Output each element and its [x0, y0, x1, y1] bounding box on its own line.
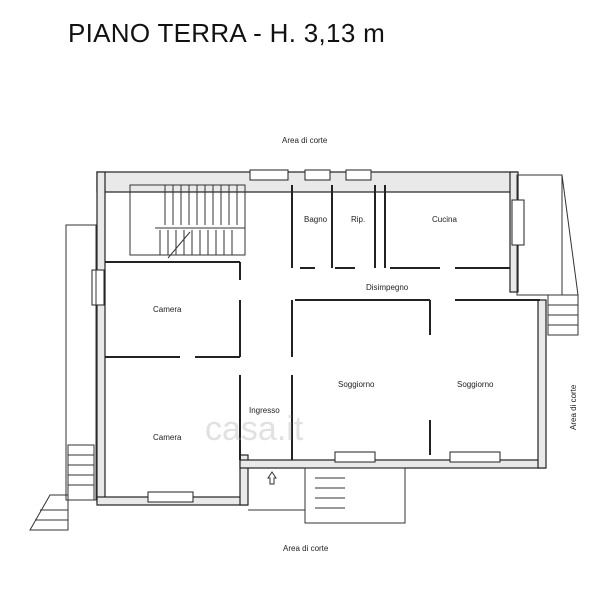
label-area-bottom: Area di corte — [283, 544, 329, 553]
staircase — [129, 184, 246, 259]
interior-walls — [105, 185, 540, 460]
floor-title: PIANO TERRA - H. 3,13 m — [68, 18, 386, 48]
label-rip: Rip. — [351, 215, 365, 224]
exterior-steps — [29, 174, 579, 531]
label-camera-1: Camera — [153, 305, 182, 314]
label-area-top: Area di corte — [282, 136, 328, 145]
label-disimpegno: Disimpegno — [366, 283, 409, 292]
label-ingresso: Ingresso — [249, 406, 280, 415]
watermark-logo: casa.it — [205, 410, 304, 448]
label-bagno: Bagno — [304, 215, 328, 224]
label-cucina: Cucina — [432, 215, 457, 224]
label-camera-2: Camera — [153, 433, 182, 442]
label-soggiorno-2: Soggiorno — [457, 380, 494, 389]
label-area-right: Area di corte — [569, 384, 578, 430]
label-soggiorno-1: Soggiorno — [338, 380, 375, 389]
windows — [91, 169, 525, 503]
